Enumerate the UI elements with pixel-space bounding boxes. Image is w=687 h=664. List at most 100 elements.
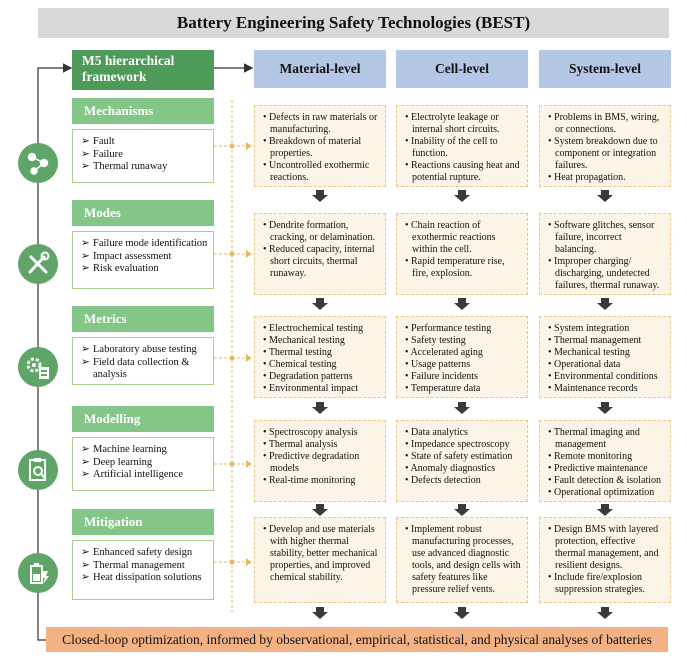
section-list-metrics: ➢Laboratory abuse testing ➢Field data co… xyxy=(72,337,214,385)
section-list-mechanisms: ➢Fault ➢Failure ➢Thermal runaway xyxy=(72,129,214,183)
bullet: • Maintenance records xyxy=(548,383,638,394)
bullet: • Implement robust manufacturing process… xyxy=(405,524,521,595)
column-cell: Cell-level xyxy=(396,50,528,88)
bullet: • Defects detection xyxy=(405,475,481,486)
cell-modelling-material: • Spectroscopy analysis • Thermal analys… xyxy=(254,420,386,502)
bullet: • Dendrite formation, cracking, or delam… xyxy=(263,220,375,243)
cell-mechanisms-material: • Defects in raw materials or manufactur… xyxy=(254,105,386,187)
down-arrow xyxy=(312,190,328,202)
cell-mitigation-system: • Design BMS with layered protection, ef… xyxy=(539,517,671,603)
battery-protect-icon xyxy=(18,553,58,593)
list-item: ➢Impact assessment xyxy=(81,250,172,262)
diagram-title: Battery Engineering Safety Technologies … xyxy=(38,8,669,38)
down-arrow xyxy=(312,504,328,516)
down-arrow xyxy=(597,402,613,414)
bullet: • Environmental conditions xyxy=(548,371,658,382)
section-header-mitigation: Mitigation xyxy=(72,509,214,535)
bullet: • Spectroscopy analysis xyxy=(263,427,358,438)
bullet: • Usage patterns xyxy=(405,359,471,370)
section-header-modelling: Modelling xyxy=(72,406,214,432)
list-item: ➢Machine learning xyxy=(81,444,167,455)
bullet: • Remote monitoring xyxy=(548,451,633,462)
bullet: • Data analytics xyxy=(405,427,468,438)
cell-mechanisms-system: • Problems in BMS, wiring, or connection… xyxy=(539,105,671,187)
bullet: • Anomaly diagnostics xyxy=(405,463,496,474)
bullet: • Mechanical testing xyxy=(548,347,630,358)
bullet: • Inability of the cell to function. xyxy=(405,136,498,159)
bullet: • Degradation patterns xyxy=(263,371,353,382)
bullet: • Software glitches, sensor failure, inc… xyxy=(548,220,655,255)
network-nodes-icon xyxy=(18,143,58,183)
list-item: ➢Failure mode identification xyxy=(81,238,208,249)
bullet: • Uncontrolled exothermic reactions. xyxy=(263,160,370,183)
bullet: • Mechanical testing xyxy=(263,335,345,346)
list-item: ➢Thermal runaway xyxy=(81,161,168,172)
bullet: • Thermal management xyxy=(548,335,642,346)
down-arrow xyxy=(454,402,470,414)
bullet: • Rapid temperature rise, fire, explosio… xyxy=(405,256,505,279)
bullet: • State of safety estimation xyxy=(405,451,513,462)
down-arrow xyxy=(454,607,470,619)
list-item: ➢Failure xyxy=(81,148,123,160)
column-system: System-level xyxy=(539,50,671,88)
bullet: • Impedance spectroscopy xyxy=(405,439,510,450)
list-item: ➢Deep learning xyxy=(81,456,153,468)
section-header-metrics: Metrics xyxy=(72,306,214,332)
bullet: • Design BMS with layered protection, ef… xyxy=(548,524,659,571)
bullet: • Include fire/explosion suppression str… xyxy=(548,572,645,595)
bullet: • Performance testing xyxy=(405,323,492,334)
cell-modes-system: • Software glitches, sensor failure, inc… xyxy=(539,213,671,295)
bullet: • Thermal analysis xyxy=(263,439,338,450)
bullet: • Thermal imaging and management xyxy=(548,427,640,450)
cell-modelling-system: • Thermal imaging and management • Remot… xyxy=(539,420,671,502)
bullet: • Reactions causing heat and potential r… xyxy=(405,160,520,183)
bullet: • Operational optimization xyxy=(548,487,655,498)
closed-loop-footer: Closed-loop optimization, informed by ob… xyxy=(46,627,668,652)
bullet: • Reduced capacity, internal short circu… xyxy=(263,244,375,279)
down-arrow xyxy=(597,607,613,619)
section-header-mechanisms: Mechanisms xyxy=(72,98,214,124)
down-arrow xyxy=(312,298,328,310)
bullet: • Failure incidents xyxy=(405,371,478,382)
list-item: ➢Risk evaluation xyxy=(81,263,159,274)
section-list-modelling: ➢Machine learning ➢Deep learning ➢Artifi… xyxy=(72,437,214,491)
cell-modelling-cell: • Data analytics • Impedance spectroscop… xyxy=(396,420,528,502)
down-arrow xyxy=(454,298,470,310)
bullet: • Heat propagation. xyxy=(548,172,626,183)
cell-metrics-cell: • Performance testing • Safety testing •… xyxy=(396,316,528,398)
bullet: • System breakdown due to component or i… xyxy=(548,136,658,171)
down-arrow xyxy=(454,504,470,516)
bullet: • Fault detection & isolation xyxy=(548,475,661,486)
list-item: ➢Heat dissipation solutions xyxy=(81,572,202,583)
framework-header: M5 hierarchical framework xyxy=(72,50,214,90)
section-list-mitigation: ➢Enhanced safety design ➢Thermal managem… xyxy=(72,540,214,600)
bullet: • Predictive degradation models xyxy=(263,451,360,474)
bullet: • Real-time monitoring xyxy=(263,475,356,486)
clipboard-inspect-icon xyxy=(18,450,58,490)
list-item: ➢Fault xyxy=(81,136,115,147)
bullet: • Thermal testing xyxy=(263,347,332,358)
list-item: ➢Laboratory abuse testing xyxy=(81,344,197,355)
cell-modes-material: • Dendrite formation, cracking, or delam… xyxy=(254,213,386,295)
bullet: • Safety testing xyxy=(405,335,466,346)
bullet: • Chemical testing xyxy=(263,359,337,370)
cell-mitigation-cell: • Implement robust manufacturing process… xyxy=(396,517,528,603)
cell-mechanisms-cell: • Electrolyte leakage or internal short … xyxy=(396,105,528,187)
bullet: • Environmental impact xyxy=(263,383,359,394)
cell-mitigation-material: • Develop and use materials with higher … xyxy=(254,517,386,603)
bullet: • Electrochemical testing xyxy=(263,323,364,334)
bullet: • Chain reaction of exothermic reactions… xyxy=(405,220,496,255)
cell-modes-cell: • Chain reaction of exothermic reactions… xyxy=(396,213,528,295)
bullet: • Breakdown of material properties. xyxy=(263,136,362,159)
list-item: ➢Thermal management xyxy=(81,559,185,571)
connector-dots xyxy=(229,142,252,566)
down-arrow xyxy=(454,190,470,202)
list-item: ➢Enhanced safety design xyxy=(81,547,193,558)
list-item: ➢Artificial intelligence xyxy=(81,469,184,480)
bullet: • System integration xyxy=(548,323,630,334)
bullet: • Improper charging/ discharging, undete… xyxy=(548,256,660,291)
column-material: Material-level xyxy=(254,50,386,88)
bullet: • Defects in raw materials or manufactur… xyxy=(263,112,378,135)
bullet: • Electrolyte leakage or internal short … xyxy=(405,112,500,135)
